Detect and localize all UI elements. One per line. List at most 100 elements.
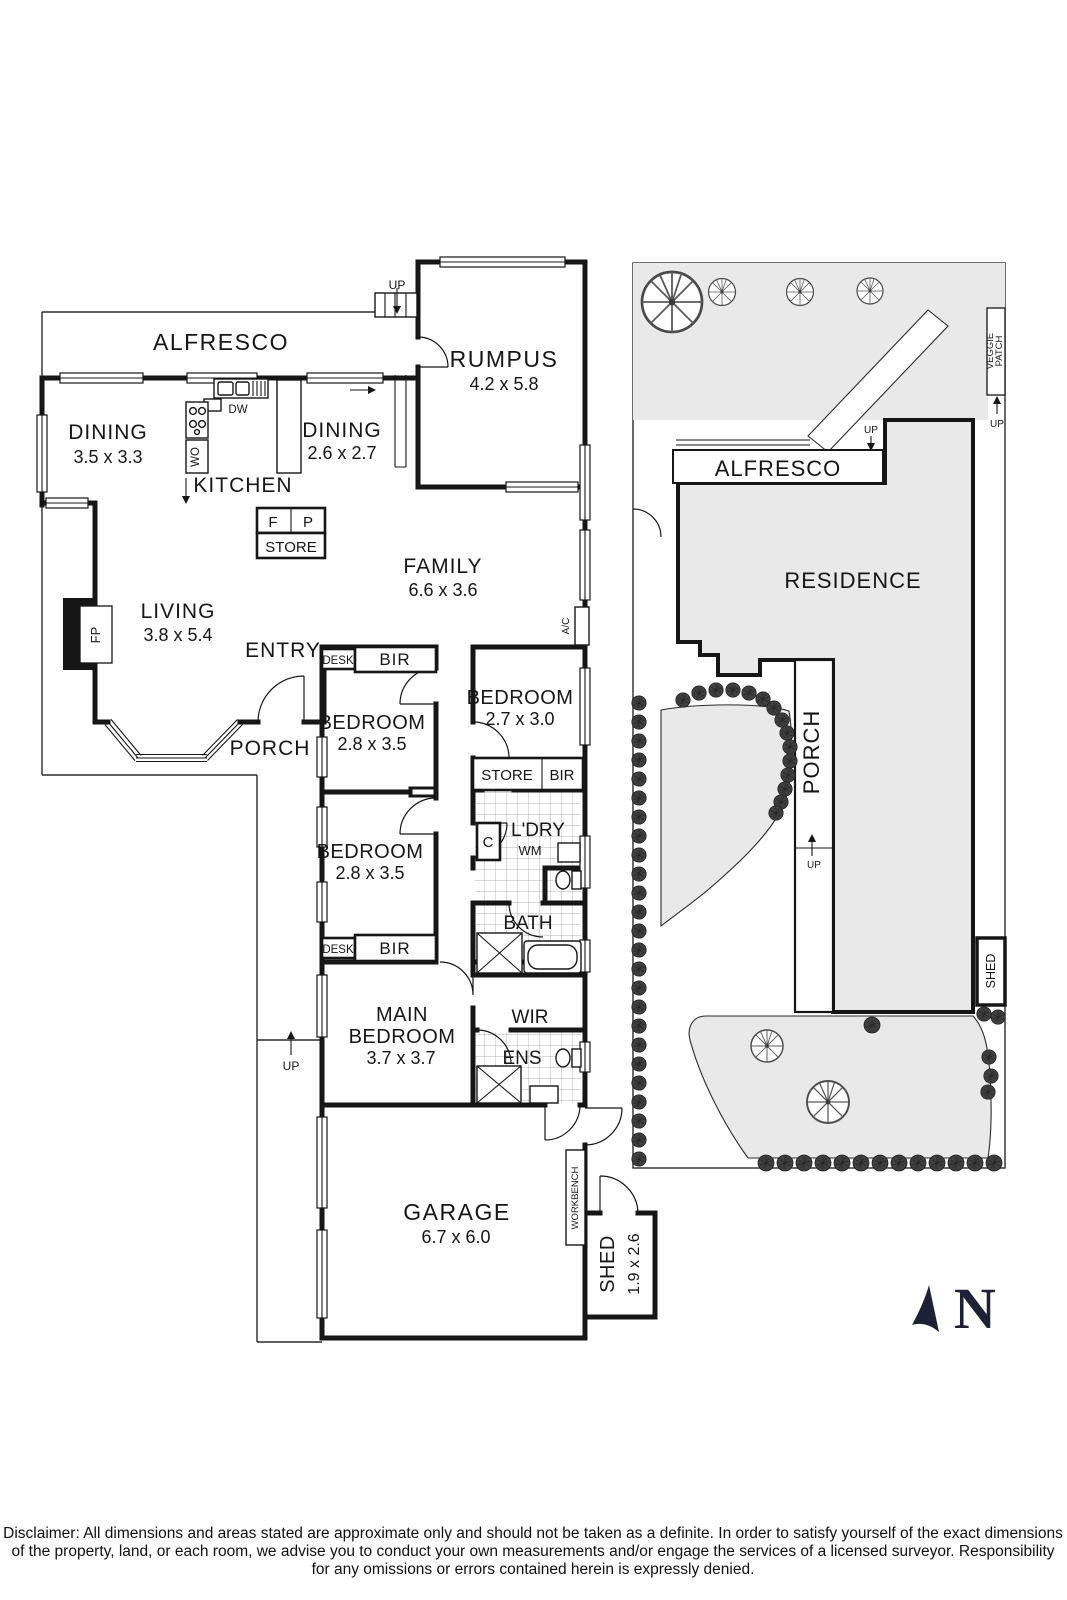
store2-label: STORE — [481, 767, 532, 784]
stairs-top: UP — [374, 278, 418, 318]
site-up-veggie-label: UP — [990, 419, 1004, 430]
washing-machine — [557, 842, 581, 863]
bed1-dims: 2.8 x 3.5 — [337, 734, 406, 754]
site-porch — [793, 658, 835, 1014]
alfresco-label: ALFRESCO — [153, 329, 289, 355]
tree-icon — [640, 270, 704, 334]
site-path-diagonal — [807, 309, 949, 453]
wardrobes: DESK BIR DESK BIR STORE BIR C — [320, 645, 585, 963]
rumpus-dims: 4.2 x 5.8 — [469, 374, 538, 394]
site-alfresco-box — [672, 449, 884, 484]
fridge-label: F — [268, 514, 277, 531]
site-residence: RESIDENCE ALFRESCO UP PORCH UP — [632, 418, 975, 1014]
vanity-ens — [529, 1085, 559, 1104]
shed-label: SHED — [597, 1235, 619, 1293]
tree-icon — [785, 277, 815, 307]
site-frontyard — [688, 1006, 1006, 1172]
bir1-label: BIR — [379, 650, 410, 669]
site-shed: SHED — [975, 936, 1007, 1007]
cupboard-label: C — [483, 834, 494, 851]
bay-window — [104, 719, 243, 763]
desk2-label: DESK — [322, 944, 354, 956]
pantry-block: F P STORE — [255, 506, 327, 560]
up-top-label: UP — [389, 278, 406, 292]
bir3-label: BIR — [549, 767, 574, 784]
main-bed-label-1: MAIN — [376, 1004, 428, 1026]
bath-label: BATH — [503, 913, 552, 934]
disclaimer-line-2: of the property, land, or each room, we … — [11, 1543, 1054, 1560]
bir2-label: BIR — [379, 939, 410, 958]
wet-fixtures: A/C WORKBENCH — [476, 606, 590, 1246]
wall-oven — [185, 439, 209, 474]
bed2-label: BEDROOM — [317, 841, 424, 863]
wir-label: WIR — [512, 1007, 549, 1028]
site-veggie-patch: VEGGIE PATCH UP — [985, 307, 1006, 430]
disclaimer: Disclaimer: All dimensions and areas sta… — [3, 1525, 1063, 1578]
laundry-label: L'DRY — [511, 820, 565, 841]
fireplace: FP — [63, 598, 113, 670]
toilet-ens — [555, 1048, 571, 1068]
site-up-alfresco-label: UP — [864, 425, 878, 436]
site-backyard — [633, 263, 1005, 453]
floor-plan: UP UP DW WO — [36, 256, 658, 1343]
site-residence-label: RESIDENCE — [784, 568, 921, 593]
wm-label: WM — [518, 843, 541, 858]
site-garden — [631, 682, 798, 1167]
tree-icon — [707, 277, 737, 307]
living-label: LIVING — [141, 600, 216, 623]
entry-label: ENTRY — [245, 639, 321, 662]
tree-icon — [856, 277, 884, 305]
site-alfresco-label: ALFRESCO — [715, 456, 842, 481]
dining2-dims: 2.6 x 2.7 — [307, 443, 376, 463]
kitchen-label: KITCHEN — [193, 474, 292, 497]
walls-internal — [408, 786, 438, 798]
fireplace-label: FP — [88, 627, 103, 644]
veggie-label-2: PATCH — [994, 335, 1005, 366]
ac-label: A/C — [561, 618, 572, 635]
dining2-label: DINING — [302, 419, 382, 442]
kitchen-fixtures: DW WO — [185, 375, 407, 474]
ens-label: ENS — [502, 1048, 541, 1069]
room-labels: ALFRESCO RUMPUS 4.2 x 5.8 DINING 3.5 x 3… — [68, 329, 643, 1295]
site-shed-label: SHED — [984, 954, 998, 989]
main-bed-dims: 3.7 x 3.7 — [366, 1048, 435, 1068]
shed-dims: 1.9 x 2.6 — [626, 1233, 643, 1294]
wall-oven-label: WO — [190, 447, 202, 467]
main-bed-label-2: BEDROOM — [349, 1026, 456, 1048]
site-plan: VEGGIE PATCH UP RESIDENCE ALFRESCO UP PO… — [631, 262, 1007, 1172]
garage-label: GARAGE — [403, 1199, 510, 1225]
family-dims: 6.6 x 3.6 — [408, 580, 477, 600]
pantry-label: P — [303, 514, 313, 531]
workbench — [565, 1149, 586, 1246]
dining1-dims: 3.5 x 3.3 — [73, 447, 142, 467]
bed1-label: BEDROOM — [319, 712, 426, 734]
garage-dims: 6.7 x 6.0 — [421, 1227, 490, 1247]
bed3-label: BEDROOM — [467, 687, 574, 709]
windows — [36, 256, 591, 1319]
outdoor-boundary — [41, 311, 377, 1343]
island-bench — [276, 379, 302, 474]
rumpus-label: RUMPUS — [450, 346, 559, 372]
bed3-dims: 2.7 x 3.0 — [485, 709, 554, 729]
bed2-dims: 2.8 x 3.5 — [335, 863, 404, 883]
dishwasher-label: DW — [228, 404, 247, 416]
site-gate-arc — [632, 508, 662, 538]
north-compass: N — [912, 1276, 996, 1341]
workbench-label: WORKBENCH — [570, 1166, 581, 1229]
air-conditioner — [574, 606, 590, 646]
up-side-label: UP — [283, 1059, 300, 1073]
porch-label: PORCH — [230, 737, 311, 760]
family-label: FAMILY — [403, 555, 482, 578]
north-arrow-icon — [912, 1285, 939, 1332]
store-label: STORE — [265, 539, 316, 556]
site-residence-outline — [676, 418, 975, 1014]
entry-arrows: UP — [182, 386, 376, 1073]
desk1-label: DESK — [322, 655, 354, 667]
living-dims: 3.8 x 5.4 — [143, 625, 212, 645]
north-label: N — [954, 1276, 996, 1341]
veggie-label-1: VEGGIE — [985, 333, 996, 369]
site-porch-label: PORCH — [799, 710, 824, 794]
dining1-label: DINING — [68, 421, 148, 444]
site-up-porch-label: UP — [807, 860, 821, 871]
